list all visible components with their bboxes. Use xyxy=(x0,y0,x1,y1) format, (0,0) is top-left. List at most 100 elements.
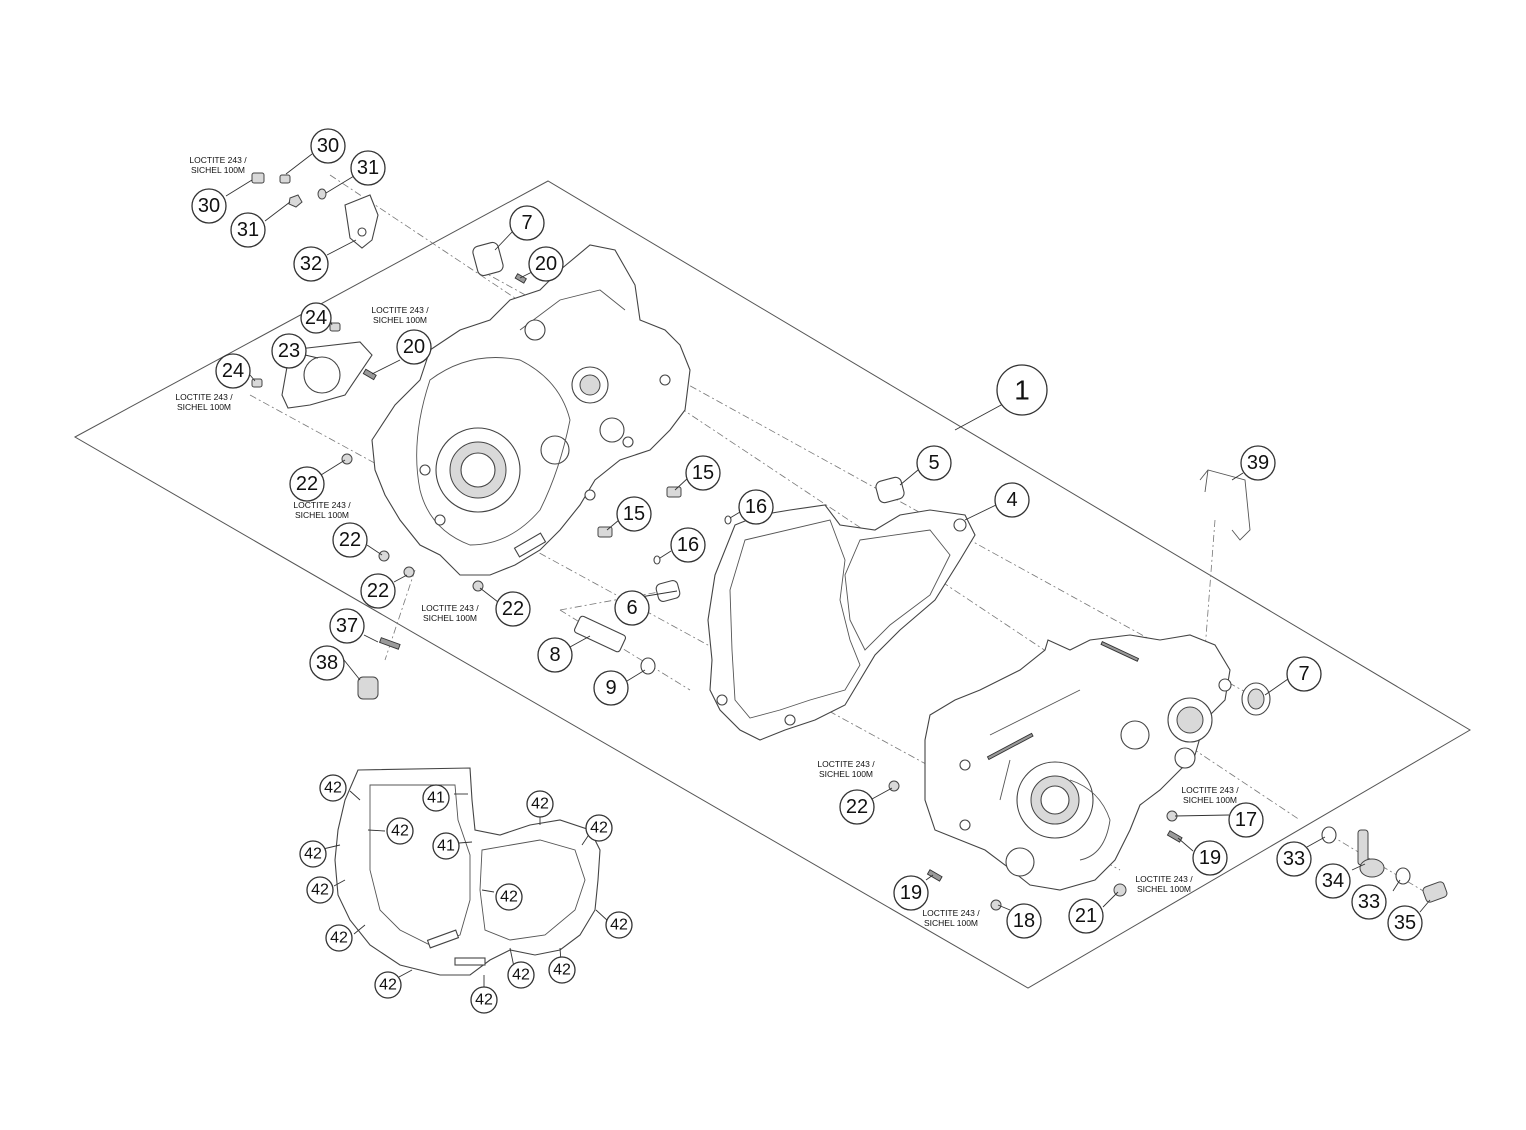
svg-text:17: 17 xyxy=(1235,809,1257,831)
svg-text:34: 34 xyxy=(1322,870,1344,892)
svg-text:42: 42 xyxy=(512,967,530,984)
svg-text:18: 18 xyxy=(1013,910,1035,932)
svg-text:7: 7 xyxy=(521,212,532,234)
svg-text:15: 15 xyxy=(623,503,645,525)
svg-text:22: 22 xyxy=(502,598,524,620)
callout-42-2: 42 xyxy=(386,817,414,845)
callout-21: 21 xyxy=(1068,898,1104,934)
svg-text:35: 35 xyxy=(1394,912,1416,934)
loctite-note-4: LOCTITE 243 /SICHEL 100M xyxy=(293,500,351,520)
svg-text:LOCTITE 243 /: LOCTITE 243 / xyxy=(1135,874,1193,884)
svg-text:16: 16 xyxy=(745,496,767,518)
callout-22-e: 22 xyxy=(839,789,875,825)
svg-text:42: 42 xyxy=(610,917,628,934)
callout-42-11: 42 xyxy=(548,956,576,984)
svg-text:SICHEL 100M: SICHEL 100M xyxy=(373,315,427,325)
svg-text:22: 22 xyxy=(296,473,318,495)
svg-text:37: 37 xyxy=(336,615,358,637)
callout-42-9: 42 xyxy=(325,924,353,952)
callout-33-right: 33 xyxy=(1351,884,1387,920)
callout-22-b: 22 xyxy=(332,522,368,558)
svg-text:24: 24 xyxy=(305,307,327,329)
svg-text:31: 31 xyxy=(357,157,379,179)
svg-text:SICHEL 100M: SICHEL 100M xyxy=(191,165,245,175)
svg-text:LOCTITE 243 /: LOCTITE 243 / xyxy=(293,500,351,510)
svg-text:LOCTITE 243 /: LOCTITE 243 / xyxy=(371,305,429,315)
svg-text:SICHEL 100M: SICHEL 100M xyxy=(423,613,477,623)
callout-19-right: 19 xyxy=(1192,840,1228,876)
callout-4: 4 xyxy=(994,482,1030,518)
callout-1: 1 xyxy=(996,364,1048,416)
callout-22-a: 22 xyxy=(289,466,325,502)
callout-23: 23 xyxy=(271,333,307,369)
callout-42-13: 42 xyxy=(470,986,498,1014)
leader-lines xyxy=(225,153,1431,990)
loctite-note-9: LOCTITE 243 /SICHEL 100M xyxy=(922,908,980,928)
svg-text:15: 15 xyxy=(692,462,714,484)
svg-text:LOCTITE 243 /: LOCTITE 243 / xyxy=(817,759,875,769)
svg-text:42: 42 xyxy=(324,780,342,797)
svg-text:19: 19 xyxy=(900,882,922,904)
svg-text:39: 39 xyxy=(1247,452,1269,474)
svg-text:LOCTITE 243 /: LOCTITE 243 / xyxy=(189,155,247,165)
loctite-note-6: LOCTITE 243 /SICHEL 100M xyxy=(817,759,875,779)
callout-9: 9 xyxy=(593,670,629,706)
callout-5: 5 xyxy=(916,445,952,481)
svg-text:20: 20 xyxy=(403,336,425,358)
svg-text:SICHEL 100M: SICHEL 100M xyxy=(819,769,873,779)
svg-text:22: 22 xyxy=(339,529,361,551)
callout-31-left: 31 xyxy=(230,212,266,248)
svg-text:4: 4 xyxy=(1006,489,1017,511)
callout-34: 34 xyxy=(1315,863,1351,899)
callout-42-3: 42 xyxy=(526,790,554,818)
callout-42-8: 42 xyxy=(605,911,633,939)
svg-text:6: 6 xyxy=(626,597,637,619)
loctite-note-2: LOCTITE 243 /SICHEL 100M xyxy=(371,305,429,325)
callout-15-top: 15 xyxy=(685,455,721,491)
callout-41-top: 41 xyxy=(422,784,450,812)
callout-32: 32 xyxy=(293,246,329,282)
svg-text:SICHEL 100M: SICHEL 100M xyxy=(295,510,349,520)
svg-text:42: 42 xyxy=(304,846,322,863)
gasket-detail xyxy=(334,767,601,976)
callout-35: 35 xyxy=(1387,905,1423,941)
callout-19-left: 19 xyxy=(893,875,929,911)
svg-text:41: 41 xyxy=(437,838,455,855)
callout-6: 6 xyxy=(614,590,650,626)
callout-31-top: 31 xyxy=(350,150,386,186)
svg-text:LOCTITE 243 /: LOCTITE 243 / xyxy=(1181,785,1239,795)
loctite-note-1: LOCTITE 243 /SICHEL 100M xyxy=(189,155,247,175)
callout-24-top: 24 xyxy=(300,302,332,334)
left-crankcase-half xyxy=(371,244,691,576)
svg-text:22: 22 xyxy=(846,796,868,818)
callout-42-4: 42 xyxy=(585,814,613,842)
svg-text:30: 30 xyxy=(198,195,220,217)
svg-text:21: 21 xyxy=(1075,905,1097,927)
svg-text:8: 8 xyxy=(549,644,560,666)
svg-text:42: 42 xyxy=(330,930,348,947)
callout-7-right: 7 xyxy=(1286,656,1322,692)
callout-42-6: 42 xyxy=(306,876,334,904)
callout-22-c: 22 xyxy=(360,573,396,609)
svg-text:SICHEL 100M: SICHEL 100M xyxy=(177,402,231,412)
callout-37: 37 xyxy=(329,608,365,644)
callout-16-top: 16 xyxy=(738,489,774,525)
svg-text:42: 42 xyxy=(311,882,329,899)
loctite-note-5: LOCTITE 243 /SICHEL 100M xyxy=(421,603,479,623)
svg-text:16: 16 xyxy=(677,534,699,556)
svg-text:33: 33 xyxy=(1358,891,1380,913)
small-parts xyxy=(251,172,1448,911)
callout-42-10: 42 xyxy=(507,961,535,989)
callout-7-top: 7 xyxy=(509,205,545,241)
svg-text:SICHEL 100M: SICHEL 100M xyxy=(1183,795,1237,805)
svg-text:24: 24 xyxy=(222,360,244,382)
svg-text:20: 20 xyxy=(535,253,557,275)
svg-text:42: 42 xyxy=(475,992,493,1009)
svg-text:42: 42 xyxy=(391,823,409,840)
callout-42-1: 42 xyxy=(319,774,347,802)
loctite-note-7: LOCTITE 243 /SICHEL 100M xyxy=(1181,785,1239,805)
svg-text:7: 7 xyxy=(1298,663,1309,685)
svg-text:LOCTITE 243 /: LOCTITE 243 / xyxy=(175,392,233,402)
callout-41-bottom: 41 xyxy=(432,832,460,860)
svg-text:22: 22 xyxy=(367,580,389,602)
